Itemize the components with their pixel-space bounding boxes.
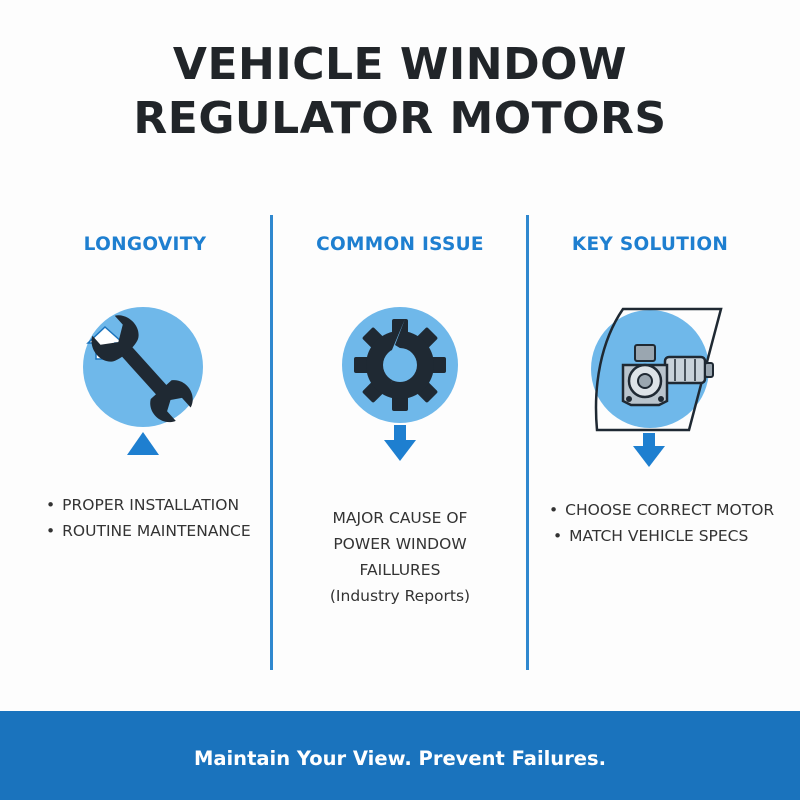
- column-key-solution: KEY SOLUTION CHOOSE CORRECT MOTOR MATCH …: [525, 0, 775, 700]
- window-motor-icon: [591, 307, 723, 467]
- column-heading-longovity: LONGOVITY: [83, 234, 207, 255]
- page-title: VEHICLE WINDOW REGULATOR MOTORS: [0, 38, 800, 146]
- bullet-list-longovity: PROPER INSTALLATION ROUTINE MAINTENANCE: [46, 492, 251, 544]
- bullet-item: MATCH VEHICLE SPECS: [549, 523, 774, 549]
- column-divider-right: [526, 215, 529, 670]
- title-line-1: VEHICLE WINDOW: [172, 39, 628, 90]
- bullet-item: ROUTINE MAINTENANCE: [46, 518, 250, 544]
- wrench-icon: [83, 307, 203, 455]
- title-line-2: REGULATOR MOTORS: [133, 93, 667, 144]
- column-heading-key-solution: KEY SOLUTION: [571, 234, 729, 255]
- column-heading-common-issue: COMMON ISSUE: [316, 234, 484, 255]
- broken-gear-icon: [342, 307, 458, 461]
- issue-line: MAJOR CAUSE OF: [332, 509, 468, 527]
- column-divider-left: [270, 215, 273, 670]
- issue-line: POWER WINDOW: [333, 535, 467, 553]
- column-longovity: LONGOVITY PROPER INSTALLATION ROUTINE MA…: [20, 0, 270, 700]
- issue-source: (Industry Reports): [329, 587, 471, 605]
- column-common-issue: COMMON ISSUE MAJOR CAUSE OF POWER WINDOW…: [275, 0, 525, 700]
- bullet-item: PROPER INSTALLATION: [46, 492, 251, 518]
- issue-line: FAILLURES: [359, 561, 441, 579]
- footer-tagline: Maintain Your View. Prevent Failures.: [193, 747, 607, 770]
- bullet-item: CHOOSE CORRECT MOTOR: [549, 497, 774, 523]
- bullet-list-key-solution: CHOOSE CORRECT MOTOR MATCH VEHICLE SPECS: [549, 497, 774, 549]
- footer-banner: Maintain Your View. Prevent Failures.: [0, 711, 800, 800]
- issue-description: MAJOR CAUSE OF POWER WINDOW FAILLURES (I…: [275, 505, 525, 609]
